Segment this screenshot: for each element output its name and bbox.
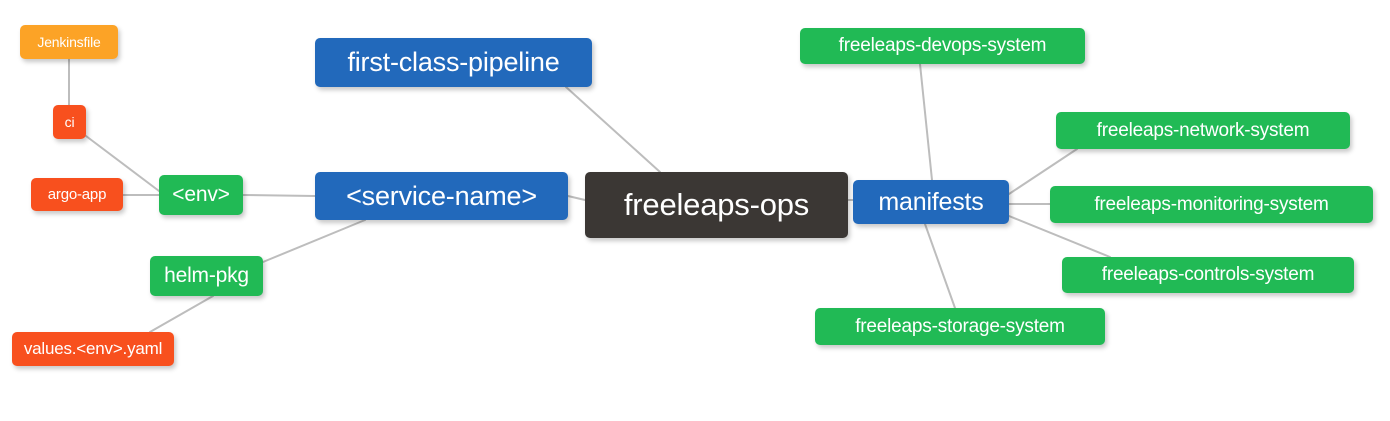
- node-freeleaps-controls-system-label: freeleaps-controls-system: [1101, 264, 1315, 285]
- node-freeleaps-monitoring-system[interactable]: freeleaps-monitoring-system: [1050, 186, 1373, 223]
- edge-pipeline-root: [565, 86, 661, 173]
- edge-values-helmpkg: [149, 295, 214, 333]
- node-freeleaps-network-system-label: freeleaps-network-system: [1096, 119, 1310, 141]
- node-env[interactable]: <env>: [159, 175, 243, 215]
- node-service-name-label: <service-name>: [346, 180, 537, 211]
- node-freeleaps-storage-system-label: freeleaps-storage-system: [855, 315, 1065, 337]
- node-helm-pkg[interactable]: helm-pkg: [150, 256, 263, 296]
- node-freeleaps-storage-system[interactable]: freeleaps-storage-system: [815, 308, 1105, 345]
- node-argo-app[interactable]: argo-app: [31, 178, 123, 211]
- node-freeleaps-devops-system[interactable]: freeleaps-devops-system: [800, 28, 1085, 64]
- node-first-class-pipeline-label: first-class-pipeline: [347, 47, 560, 77]
- node-jenkinsfile-label: Jenkinsfile: [37, 34, 101, 50]
- node-argo-app-label: argo-app: [47, 186, 107, 203]
- node-service-name[interactable]: <service-name>: [315, 172, 568, 220]
- node-ci[interactable]: ci: [53, 105, 86, 139]
- node-freeleaps-monitoring-system-label: freeleaps-monitoring-system: [1094, 193, 1329, 215]
- node-first-class-pipeline[interactable]: first-class-pipeline: [315, 38, 592, 87]
- node-jenkinsfile[interactable]: Jenkinsfile: [20, 25, 118, 59]
- node-manifests-label: manifests: [878, 187, 984, 216]
- edge-servicename-root: [567, 195, 586, 201]
- node-freeleaps-controls-system[interactable]: freeleaps-controls-system: [1062, 257, 1354, 293]
- edge-manifests-storage: [924, 223, 956, 309]
- node-freeleaps-ops-label: freeleaps-ops: [623, 187, 810, 222]
- node-freeleaps-network-system[interactable]: freeleaps-network-system: [1056, 112, 1350, 149]
- node-freeleaps-ops-root[interactable]: freeleaps-ops: [585, 172, 848, 238]
- node-values-yaml[interactable]: values.<env>.yaml: [12, 332, 174, 366]
- node-freeleaps-devops-system-label: freeleaps-devops-system: [838, 35, 1047, 56]
- node-env-label: <env>: [172, 183, 230, 206]
- edge-helmpkg-servicename: [262, 219, 366, 263]
- node-ci-label: ci: [64, 114, 75, 130]
- edge-env-servicename: [242, 194, 316, 197]
- node-values-yaml-label: values.<env>.yaml: [23, 339, 163, 358]
- node-manifests[interactable]: manifests: [853, 180, 1009, 224]
- edge-manifests-devops: [919, 63, 933, 181]
- node-helm-pkg-label: helm-pkg: [164, 264, 249, 287]
